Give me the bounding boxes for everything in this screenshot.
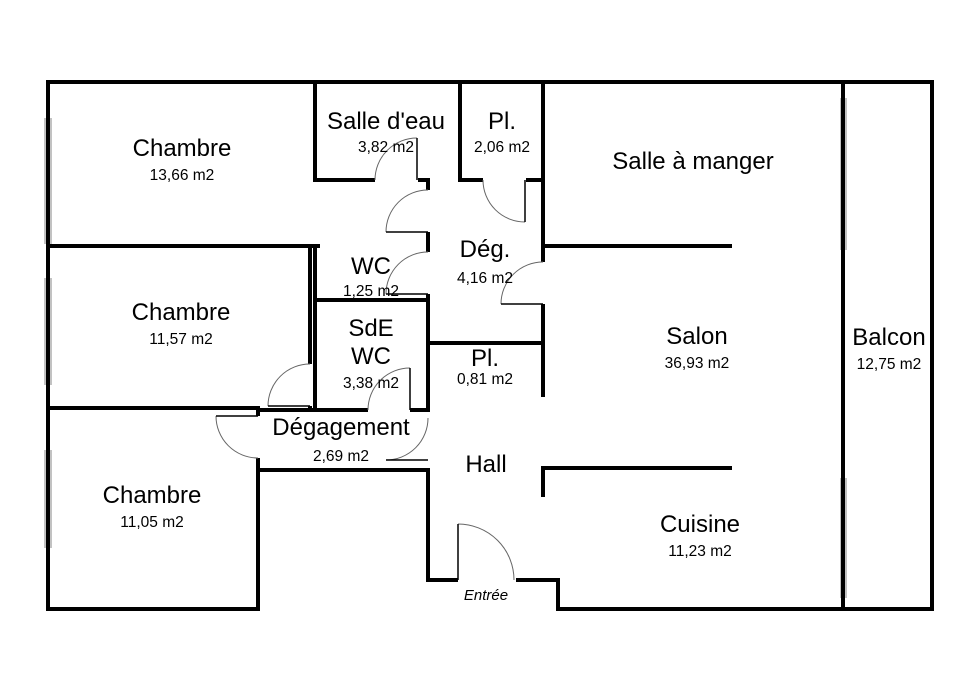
placard-1-name: Pl. xyxy=(488,108,516,135)
degagement-name: Dégagement xyxy=(272,414,410,441)
room-labels: Chambre 13,66 m2 Chambre 11,57 m2 Chambr… xyxy=(103,108,926,604)
deg-area: 4,16 m2 xyxy=(457,270,513,287)
balcon-name: Balcon xyxy=(852,324,925,351)
salon-name: Salon xyxy=(666,323,727,350)
placard-2-area: 0,81 m2 xyxy=(457,371,513,388)
salle-a-manger-name: Salle à manger xyxy=(612,148,773,175)
placard-1-area: 2,06 m2 xyxy=(474,139,530,156)
balcon-area: 12,75 m2 xyxy=(857,356,922,373)
sde-wc-name-line2: WC xyxy=(351,343,391,370)
sde-wc-name-line1: SdE xyxy=(348,315,393,342)
doors xyxy=(215,137,546,583)
salle-eau-area: 3,82 m2 xyxy=(358,139,414,156)
wc-area: 1,25 m2 xyxy=(343,283,399,300)
salle-eau-name: Salle d'eau xyxy=(327,108,445,135)
chambre-2-area: 11,57 m2 xyxy=(149,331,212,348)
walls xyxy=(46,80,934,611)
wc-name: WC xyxy=(351,253,391,280)
chambre-1-name: Chambre xyxy=(133,135,232,162)
cuisine-area: 11,23 m2 xyxy=(668,543,731,560)
chambre-3-name: Chambre xyxy=(103,482,202,509)
sde-wc-area: 3,38 m2 xyxy=(343,375,399,392)
salon-area: 36,93 m2 xyxy=(665,355,730,372)
chambre-1-area: 13,66 m2 xyxy=(150,167,215,184)
deg-name: Dég. xyxy=(460,236,511,263)
hall-name: Hall xyxy=(465,451,506,478)
entrance-label: Entrée xyxy=(464,587,508,604)
placard-2-name: Pl. xyxy=(471,345,499,372)
chambre-3-area: 11,05 m2 xyxy=(120,514,183,531)
chambre-2-name: Chambre xyxy=(132,299,231,326)
degagement-area: 2,69 m2 xyxy=(313,448,369,465)
cuisine-name: Cuisine xyxy=(660,511,740,538)
